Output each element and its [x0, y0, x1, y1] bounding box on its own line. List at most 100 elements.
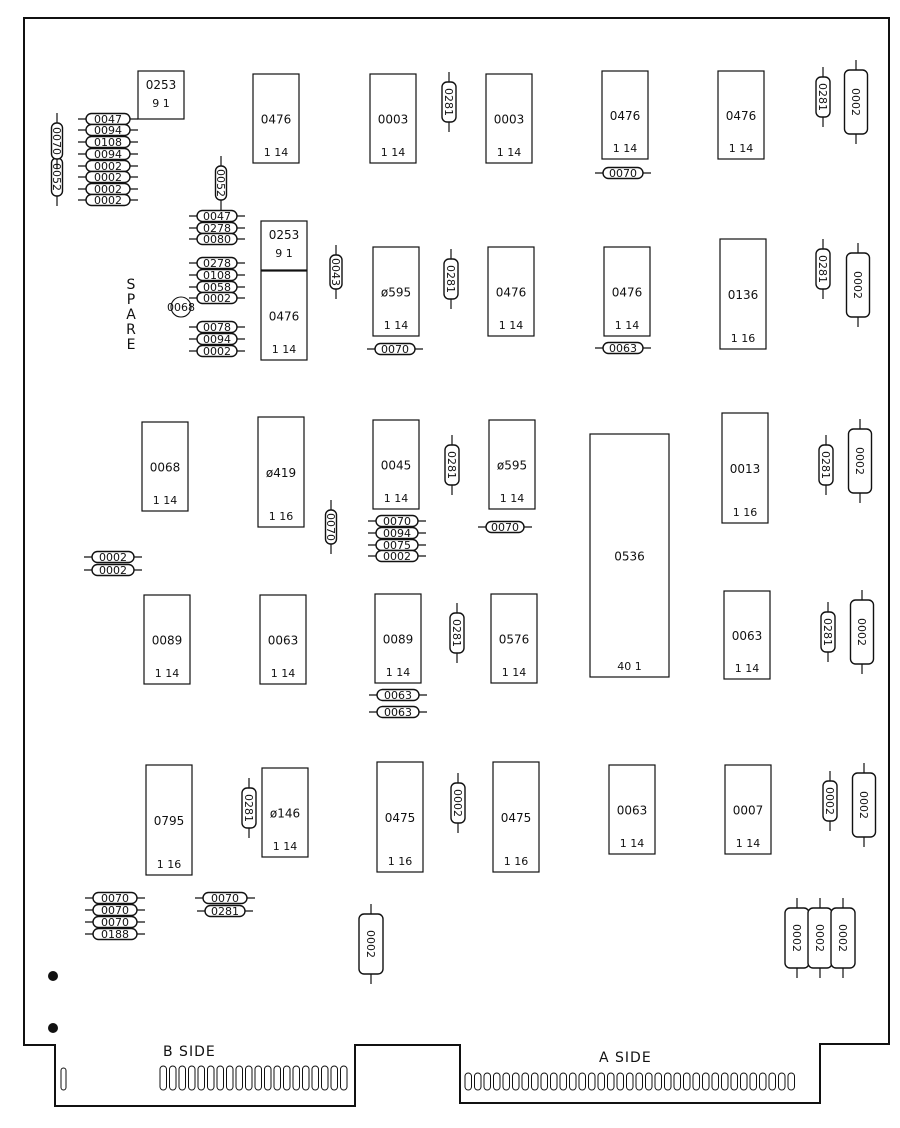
- chip-pin-label: 1 16: [157, 858, 182, 871]
- resistor-body: [92, 903, 138, 917]
- ic-chip: [374, 593, 422, 684]
- chip-pin-label: 1 14: [272, 343, 297, 356]
- connector-finger: [60, 1067, 67, 1091]
- connector-finger: [493, 1072, 501, 1091]
- component-label: 0070: [211, 892, 239, 905]
- chip-label: 0136: [728, 288, 759, 302]
- chip-label: 0003: [378, 113, 409, 127]
- resistor: 0281: [443, 249, 459, 309]
- ic-chip: [143, 594, 191, 685]
- resistor: 0002: [84, 563, 142, 577]
- connector-finger: [188, 1065, 196, 1091]
- chip-pin-label: 40 1: [617, 660, 642, 673]
- resistor: 0070: [595, 166, 651, 180]
- ic-chip: [372, 419, 420, 510]
- resistor-body: [845, 252, 871, 318]
- chip-pin-label: 1 14: [381, 146, 406, 159]
- resistor: 0094: [78, 147, 138, 161]
- component-label: 0094: [203, 333, 231, 346]
- resistor: 0002: [830, 898, 856, 978]
- ic-chip: [369, 73, 417, 164]
- ic-chip: [487, 246, 535, 337]
- chip-label: 0536: [614, 550, 645, 564]
- resistor: 0002: [189, 291, 245, 305]
- resistor-body: [324, 509, 338, 545]
- resistor: 0281: [444, 435, 460, 495]
- resistor: 0070: [85, 903, 145, 917]
- connector-finger: [740, 1072, 748, 1091]
- resistor: 0070: [324, 500, 338, 554]
- chip-pin-label: 1 14: [729, 142, 754, 155]
- chip-pin-label: 1 14: [384, 319, 409, 332]
- connector-finger: [730, 1072, 738, 1091]
- component-label: 0070: [381, 343, 409, 356]
- chip-pin-label: 1 14: [500, 492, 525, 505]
- ic-chip: [141, 421, 189, 512]
- chip-label: ø419: [266, 466, 296, 480]
- connector-finger: [512, 1072, 520, 1091]
- connector-finger: [588, 1072, 596, 1091]
- chip-label: 0003: [494, 113, 525, 127]
- ic-chip: [488, 419, 536, 510]
- resistor: 0281: [820, 602, 836, 662]
- chip-pin-label: 1 14: [502, 666, 527, 679]
- connector-finger: [197, 1065, 205, 1091]
- chip-label: 0476: [612, 286, 643, 300]
- resistor: 0052: [214, 156, 228, 210]
- connector-finger: [521, 1072, 529, 1091]
- component-label: 0278: [203, 257, 231, 270]
- component-label: 0281: [819, 451, 832, 479]
- chip-label: 0013: [730, 462, 761, 476]
- chip-label: 0045: [381, 459, 412, 473]
- resistor-body: [375, 549, 419, 563]
- chip-label: 0089: [152, 634, 183, 648]
- connector-finger: [578, 1072, 586, 1091]
- component-label: 0002: [94, 194, 122, 207]
- resistor: 0070: [50, 113, 64, 169]
- resistor-body: [443, 258, 459, 300]
- spare-component: [170, 296, 192, 318]
- component-label: 0278: [203, 222, 231, 235]
- connector-finger: [283, 1065, 291, 1091]
- chip-pin-label: 1 14: [615, 319, 640, 332]
- spare-letter: A: [126, 307, 136, 323]
- ic-chip: [717, 70, 765, 160]
- connector-finger: [311, 1065, 319, 1091]
- component-label: 0063: [384, 689, 412, 702]
- component-label: 0070: [101, 904, 129, 917]
- chip-pin-label: 1 16: [731, 332, 756, 345]
- resistor-body: [843, 69, 869, 135]
- chip-pin-label: 1 14: [497, 146, 522, 159]
- resistor-body: [196, 268, 238, 282]
- resistor: 0078: [189, 320, 245, 334]
- component-label: 0080: [203, 233, 231, 246]
- chip-pin-label: 1 14: [613, 142, 638, 155]
- chip-pin-label: 9 1: [275, 247, 293, 260]
- ic-chip: [376, 761, 424, 873]
- ic-chip: [260, 270, 308, 361]
- resistor-body: [196, 320, 238, 334]
- component-label: 0047: [203, 210, 231, 223]
- component-label: 0281: [445, 451, 458, 479]
- component-label: 0068: [167, 301, 195, 314]
- resistor-body: [450, 782, 466, 824]
- chip-label: 0476: [610, 109, 641, 123]
- resistor: 0002: [784, 898, 810, 978]
- resistor-body: [441, 81, 457, 123]
- component-label: 0002: [364, 930, 377, 958]
- component-label: 0078: [203, 321, 231, 334]
- component-label: 0058: [203, 281, 231, 294]
- component-label: 0108: [203, 269, 231, 282]
- component-label: 0108: [94, 136, 122, 149]
- resistor-body: [85, 193, 131, 207]
- resistor: 0002: [845, 243, 871, 327]
- connector-finger: [330, 1065, 338, 1091]
- components-layer: 0047009401080094000200020002000200520070…: [50, 60, 877, 984]
- connector-finger: [340, 1065, 348, 1091]
- chip-pin-label: 1 14: [735, 662, 760, 675]
- resistor: 0052: [50, 148, 64, 206]
- resistor-body: [196, 256, 238, 270]
- resistor-body: [376, 705, 420, 719]
- resistor: 0002: [358, 904, 384, 984]
- resistor-body: [815, 76, 831, 118]
